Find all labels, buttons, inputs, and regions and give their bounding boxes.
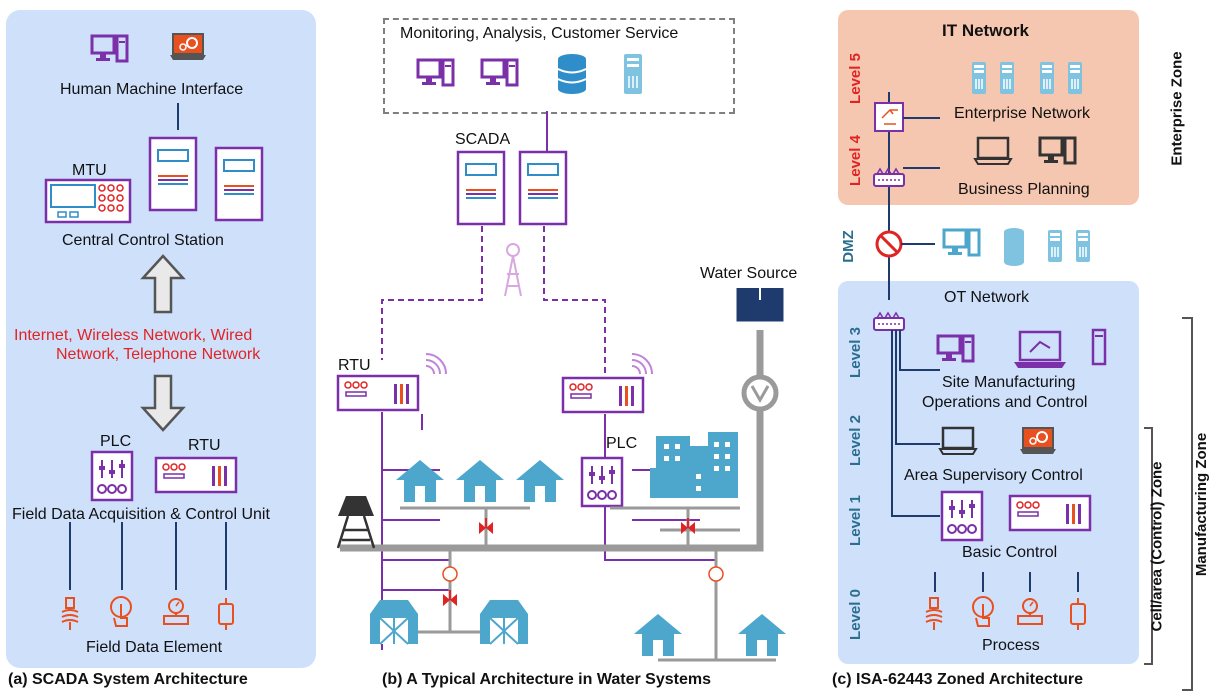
cell-area-zone-label: Cell/area (Control) Zone: [1148, 461, 1166, 632]
mtu-console-icon: [44, 178, 132, 224]
monitoring-group-box: [383, 18, 735, 114]
field-sensor-icon: [61, 597, 79, 631]
field-plug-icon: [1070, 597, 1086, 631]
plc-device-icon: [90, 450, 134, 502]
bidirectional-arrow-icon: [140, 254, 186, 432]
wireless-signal-icon: [425, 353, 653, 375]
area-laptop-icon: [938, 426, 978, 456]
plc-label: PLC: [606, 435, 638, 452]
rtu-label: RTU: [338, 357, 371, 374]
enterprise-server-icon: [971, 61, 1083, 95]
central-station-label: Central Control Station: [62, 232, 224, 249]
ot-network-title: OT Network: [944, 289, 1030, 306]
water-source-label: Water Source: [700, 265, 798, 282]
monitoring-pc-icon: [416, 58, 519, 87]
enterprise-zone-label: Enterprise Zone: [1168, 51, 1186, 166]
hmi-label: Human Machine Interface: [60, 81, 244, 98]
business-planning-label: Business Planning: [958, 181, 1090, 198]
field-unit-label: Field Data Acquisition & Control Unit: [12, 506, 270, 523]
basic-control-label: Basic Control: [962, 544, 1058, 561]
enterprise-network-label: Enterprise Network: [954, 105, 1091, 122]
field-touch-icon: [972, 596, 994, 627]
rtu-label: RTU: [188, 437, 221, 454]
rtu-device-icon: [154, 456, 238, 494]
valve-icon: [442, 517, 696, 607]
firewall-switch-icon: [873, 312, 905, 331]
hmi-laptop-icon: [169, 33, 207, 61]
dmz-database-icon: [1004, 228, 1024, 266]
scada-server-icon: [456, 150, 568, 226]
scada-architecture-panel: [6, 10, 316, 668]
business-laptop-icon: [973, 136, 1013, 166]
site-manufacturing-label-line2: Operations and Control: [922, 394, 1088, 411]
caption-a: (a) SCADA System Architecture: [8, 671, 248, 688]
network-types-label-line1: Internet, Wireless Network, Wired: [14, 327, 253, 344]
level4-label: Level 4: [846, 135, 864, 186]
blocked-connection-icon: [875, 230, 903, 258]
rtu-device-icon: [1008, 494, 1092, 532]
radio-tower-icon: [504, 243, 522, 297]
area-supervisory-label: Area Supervisory Control: [904, 467, 1083, 484]
database-icon: [557, 53, 587, 95]
monitoring-label: Monitoring, Analysis, Customer Service: [400, 25, 679, 42]
site-manufacturing-label-line1: Site Manufacturing: [942, 374, 1076, 391]
rtu-device-icon: [561, 376, 645, 414]
dmz-label: DMZ: [839, 230, 857, 263]
server-icon: [623, 53, 643, 95]
hmi-workstation-icon: [90, 34, 129, 63]
site-server-icon: [1091, 328, 1107, 366]
area-laptop-orange-icon: [1019, 427, 1057, 455]
level0-label: Level 0: [846, 589, 864, 640]
pump-icon: [741, 374, 779, 412]
field-sensor-icon: [925, 597, 943, 631]
field-gauge-icon: [163, 598, 189, 625]
mtu-cabinet-icon: [148, 136, 264, 222]
field-plug-icon: [218, 597, 234, 631]
plc-device-icon: [940, 490, 984, 542]
business-workstation-icon: [1038, 136, 1077, 165]
network-types-label-line2: Network, Telephone Network: [56, 346, 261, 363]
site-laptop-icon: [1014, 330, 1066, 368]
building-icon: [650, 432, 738, 498]
plc-device-icon: [580, 456, 624, 508]
rtu-device-icon: [336, 374, 420, 412]
water-source-icon: [736, 280, 784, 322]
level3-label: Level 3: [846, 327, 864, 378]
dmz-server-icon: [1047, 229, 1091, 263]
scada-label: SCADA: [455, 131, 511, 148]
field-gauge-icon: [1017, 598, 1043, 625]
ot-network-zone: [838, 281, 1139, 664]
site-workstation-icon: [936, 334, 975, 363]
mtu-label: MTU: [72, 162, 107, 179]
it-network-title: IT Network: [942, 21, 1029, 40]
manufacturing-zone-label: Manufacturing Zone: [1193, 432, 1211, 577]
plc-label: PLC: [100, 433, 132, 450]
firewall-switch-icon: [873, 168, 905, 187]
level5-label: Level 5: [846, 53, 864, 104]
meter-icon: [442, 566, 724, 582]
field-element-label: Field Data Element: [86, 639, 223, 656]
process-label: Process: [982, 637, 1040, 654]
caption-b: (b) A Typical Architecture in Water Syst…: [382, 671, 711, 688]
level2-label: Level 2: [846, 415, 864, 466]
water-tower-icon: [336, 496, 376, 549]
caption-c: (c) ISA-62443 Zoned Architecture: [832, 671, 1084, 688]
level1-label: Level 1: [846, 495, 864, 546]
dmz-workstation-icon: [942, 228, 981, 257]
router-icon: [874, 102, 904, 132]
field-touch-icon: [110, 596, 132, 627]
